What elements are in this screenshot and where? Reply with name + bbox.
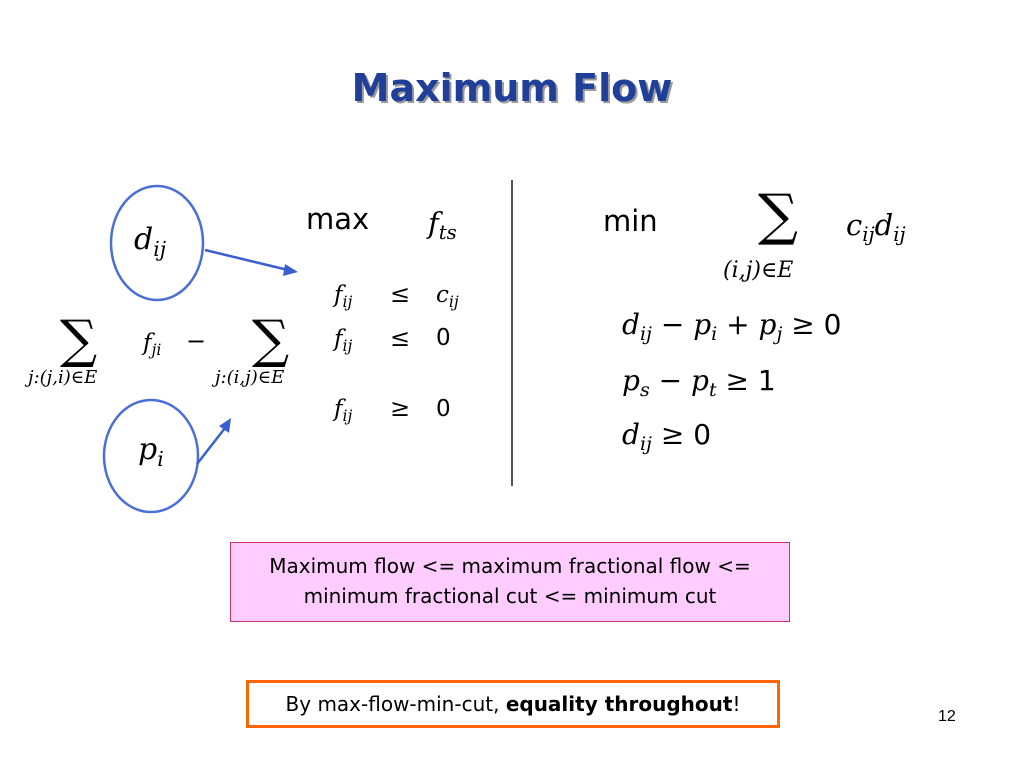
dual-var-d-circle bbox=[109, 184, 205, 302]
dual-constraint-1: dij − pi + pj ≥ 0 bbox=[622, 308, 842, 346]
primal-row1-rhs: cij bbox=[436, 282, 459, 311]
arrow-d-to-capacity bbox=[204, 248, 289, 272]
dual-var-p-circle bbox=[102, 398, 200, 514]
primal-row3-rhs: 0 bbox=[436, 396, 451, 422]
conservation-term-fji: fji bbox=[143, 330, 162, 359]
conservation-sum-1: ∑ bbox=[60, 310, 98, 370]
slide-title: Maximum Flow bbox=[351, 66, 673, 110]
conservation-limit-1: j:(j,i)∈E bbox=[28, 367, 98, 388]
primal-row3-lhs: fij bbox=[334, 396, 353, 425]
conservation-limit-2: j:(i,j)∈E bbox=[215, 367, 285, 388]
primal-row1-relation: ≤ bbox=[390, 280, 411, 308]
primal-row2-rhs: 0 bbox=[436, 325, 451, 351]
page-number: 12 bbox=[938, 708, 956, 725]
inequality-chain-callout: Maximum flow <= maximum fractional flow … bbox=[230, 542, 790, 622]
conclusion-suffix: ! bbox=[732, 692, 741, 716]
dual-constraint-2: ps − pt ≥ 1 bbox=[622, 364, 776, 402]
conservation-sum-2: ∑ bbox=[252, 310, 290, 370]
primal-row2-relation: ≤ bbox=[390, 324, 411, 352]
dual-objective-term: cijdij bbox=[846, 208, 906, 247]
primal-objective-var: fts bbox=[428, 206, 457, 245]
dual-var-p-label: pi bbox=[138, 432, 164, 471]
primal-row3-relation: ≥ bbox=[390, 394, 411, 422]
primal-row2-lhs: fij bbox=[334, 326, 353, 355]
callout-line-2: minimum fractional cut <= minimum cut bbox=[303, 584, 717, 608]
dual-objective-keyword: min bbox=[603, 204, 658, 238]
dual-objective-sum: ∑ bbox=[758, 183, 798, 248]
conclusion-emphasis: equality throughout bbox=[505, 692, 733, 716]
arrow-p-to-conservation bbox=[196, 427, 226, 465]
primal-objective-keyword: max bbox=[306, 202, 370, 236]
primal-dual-divider bbox=[511, 180, 513, 486]
arrow-p-head bbox=[219, 418, 231, 433]
primal-row1-lhs: fij bbox=[334, 282, 353, 311]
dual-var-d-label: dij bbox=[134, 222, 167, 261]
conclusion-prefix: By max-flow-min-cut, bbox=[285, 692, 506, 716]
callout-line-1: Maximum flow <= maximum fractional flow … bbox=[269, 554, 751, 578]
arrow-d-head bbox=[283, 264, 298, 276]
dual-objective-sum-limit: (i,j)∈E bbox=[723, 258, 794, 283]
dual-constraint-3: dij ≥ 0 bbox=[622, 418, 712, 456]
conservation-minus: − bbox=[186, 327, 207, 355]
conclusion-box: By max-flow-min-cut, equality throughout… bbox=[246, 680, 780, 728]
